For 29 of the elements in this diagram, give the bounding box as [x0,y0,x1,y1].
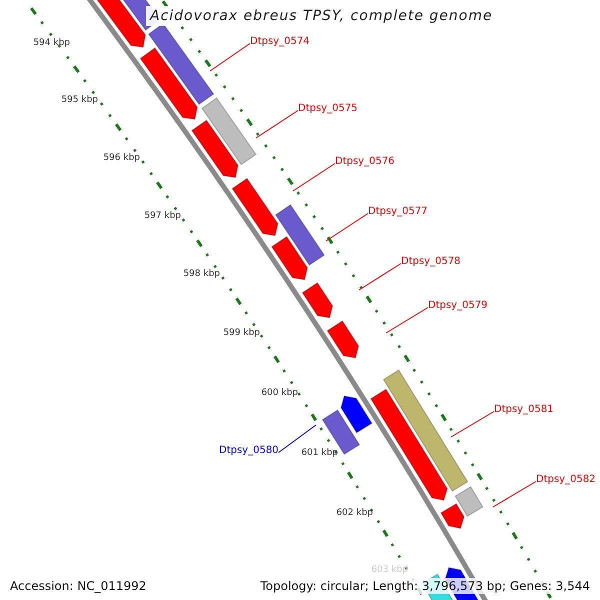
leader-line [450,411,494,438]
accession-text: Accession: NC_011992 [8,578,148,594]
leader-line [292,163,336,192]
leader-line [256,110,298,138]
gene-label: Dtpsy_0575 [298,103,358,114]
topology-text: Topology: circular; Length: 3,796,573 bp; Genes: 3,544 [258,578,592,594]
scale-label: 595 kbp [61,95,98,105]
gene-label: Dtpsy_0574 [250,36,310,47]
scale-label: 597 kbp [144,211,181,221]
scale-label: 598 kbp [183,269,220,279]
leader-line [492,481,536,508]
scale-label: 596 kbp [103,153,140,163]
gene-label: Dtpsy_0579 [428,300,488,311]
leader-line [278,424,316,453]
leader-line [386,307,428,334]
scale-label: 599 kbp [223,328,260,338]
gene-label: Dtpsy_0577 [368,206,428,217]
scale-label: 600 kbp [261,388,298,398]
gene-label: Dtpsy_0580 [219,445,279,456]
leader-line [210,43,250,72]
leader-line [326,213,368,242]
gene-label: Dtpsy_0582 [536,474,596,485]
gene-label: Dtpsy_0581 [494,404,554,415]
gene-label: Dtpsy_0576 [335,156,395,167]
scale-label: 594 kbp [33,38,70,48]
scale-label: 601 kbp [301,448,338,458]
scale-label: 602 kbp [336,508,373,518]
gene-label: Dtpsy_0578 [401,256,461,267]
leader-line [358,263,402,290]
